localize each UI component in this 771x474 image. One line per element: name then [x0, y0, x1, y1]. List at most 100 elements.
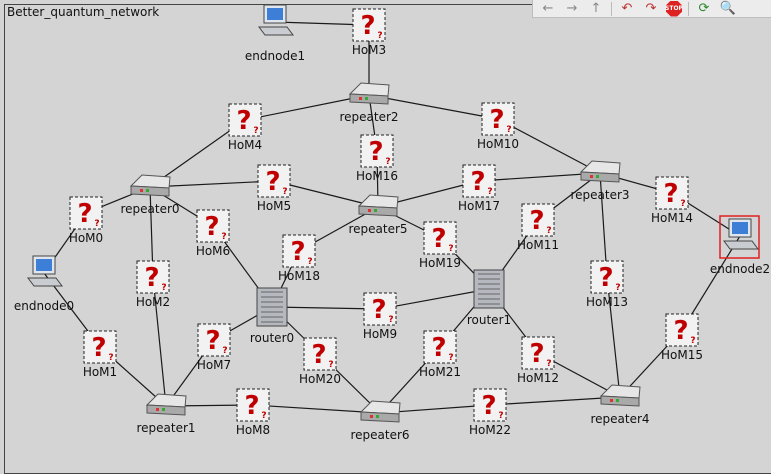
hom15-node[interactable]: ??HoM15: [661, 313, 703, 362]
svg-text:?: ?: [487, 187, 492, 197]
hom7-node[interactable]: ??HoM7: [197, 323, 231, 372]
svg-text:?: ?: [388, 315, 393, 325]
hom19-node[interactable]: ?? HoM19: [419, 221, 461, 270]
svg-text:?: ?: [506, 125, 511, 135]
node-label: endnode2: [710, 262, 770, 276]
hom18-node[interactable]: ??HoM18: [278, 234, 320, 283]
missing-image-icon: ?: [431, 224, 446, 254]
repeater1-repeater-icon[interactable]: repeater1: [136, 393, 196, 435]
back-arrow-icon[interactable]: ←: [542, 1, 554, 16]
missing-image-icon: ?: [371, 295, 386, 325]
missing-image-icon: ?: [290, 237, 305, 267]
svg-text:?: ?: [546, 226, 551, 236]
svg-text:?: ?: [448, 244, 453, 254]
network-graph[interactable]: endnode0 endnode1 endnode2 repeater0 repeate…: [0, 0, 771, 463]
hom22-node[interactable]: ??HoM22: [469, 388, 511, 437]
hom6-node[interactable]: ??HoM6: [196, 209, 230, 258]
link-line: [497, 118, 601, 174]
link-line: [244, 94, 370, 121]
hom2-node[interactable]: ??HoM2: [136, 260, 170, 309]
node-label: HoM19: [419, 256, 461, 270]
hom10-node[interactable]: ?? HoM10: [477, 102, 519, 151]
repeater0-repeater-icon[interactable]: repeater0: [120, 174, 180, 216]
node-label: HoM3: [352, 43, 386, 57]
link-line: [152, 276, 167, 407]
missing-image-icon: ?: [205, 326, 220, 356]
router0-router-icon[interactable]: router0: [250, 287, 294, 345]
svg-text:?: ?: [161, 283, 166, 293]
refresh-icon[interactable]: ⟳: [698, 1, 710, 16]
hom11-node[interactable]: ??HoM11: [517, 203, 559, 252]
repeater5-repeater-icon[interactable]: repeater5: [348, 194, 408, 236]
svg-text:?: ?: [328, 360, 333, 370]
missing-image-icon: ?: [91, 333, 106, 363]
link-line: [606, 276, 621, 398]
hom9-node[interactable]: ??HoM9: [363, 292, 397, 341]
step-back-icon[interactable]: ↶: [621, 1, 633, 16]
hom4-node[interactable]: ??HoM4: [228, 103, 262, 152]
repeater6-repeater-icon[interactable]: repeater6: [350, 400, 410, 442]
hom8-node[interactable]: ??HoM8: [236, 388, 270, 437]
hom3-node[interactable]: ??HoM3: [352, 8, 386, 57]
missing-image-icon: ?: [265, 167, 280, 197]
hom12-node[interactable]: ??HoM12: [517, 336, 559, 385]
svg-text:?: ?: [221, 232, 226, 242]
hom5-node[interactable]: ?? HoM5: [257, 164, 291, 213]
svg-text:?: ?: [261, 411, 266, 421]
endnode0-computer-icon[interactable]: endnode0: [14, 255, 74, 313]
toolbar-separator: [611, 1, 612, 16]
network-canvas[interactable]: endnode0 endnode1 endnode2 repeater0 repeate…: [0, 0, 771, 463]
hom1-node[interactable]: ??HoM1: [83, 330, 117, 379]
svg-text:?: ?: [108, 353, 113, 363]
link-line: [478, 172, 601, 182]
repeater3-repeater-icon[interactable]: repeater3: [570, 160, 630, 202]
hom21-node[interactable]: ??HoM21: [419, 330, 461, 379]
hom0-node[interactable]: ??HoM0: [69, 196, 103, 245]
node-label: HoM13: [586, 295, 628, 309]
network-title: Better_quantum_network: [7, 5, 160, 19]
hom14-node[interactable]: ??HoM14: [651, 176, 693, 225]
hom17-node[interactable]: ??HoM17: [458, 164, 500, 213]
hom20-node[interactable]: ??HoM20: [299, 337, 341, 386]
link-line: [149, 180, 275, 188]
endnode2-computer-icon[interactable]: endnode2: [710, 215, 770, 276]
node-label: repeater3: [570, 188, 629, 202]
svg-text:?: ?: [680, 199, 685, 209]
missing-image-icon: ?: [529, 339, 544, 369]
missing-image-icon: ?: [489, 105, 504, 135]
missing-image-icon: ?: [77, 199, 92, 229]
up-arrow-icon[interactable]: ↑: [590, 1, 602, 16]
node-label: router1: [467, 313, 511, 327]
missing-image-icon: ?: [311, 340, 326, 370]
node-label: repeater1: [136, 421, 195, 435]
node-label: repeater2: [339, 110, 398, 124]
node-label: HoM5: [257, 199, 291, 213]
node-label: repeater5: [348, 222, 407, 236]
svg-text:?: ?: [546, 359, 551, 369]
hom13-node[interactable]: ??HoM13: [586, 260, 628, 309]
svg-text:?: ?: [94, 219, 99, 229]
svg-text:?: ?: [690, 336, 695, 346]
step-icon[interactable]: ↷: [645, 1, 657, 16]
forward-arrow-icon[interactable]: →: [566, 1, 578, 16]
node-label: endnode0: [14, 299, 74, 313]
repeater4-repeater-icon[interactable]: repeater4: [590, 384, 650, 426]
stop-icon[interactable]: STOP: [666, 0, 682, 17]
missing-image-icon: ?: [481, 391, 496, 421]
node-label: HoM10: [477, 137, 519, 151]
svg-text:?: ?: [282, 187, 287, 197]
svg-text:?: ?: [498, 411, 503, 421]
hom16-node[interactable]: ??HoM16: [356, 134, 398, 183]
router1-router-icon[interactable]: router1: [467, 269, 511, 327]
missing-image-icon: ?: [360, 11, 375, 41]
missing-image-icon: ?: [663, 179, 678, 209]
node-label: repeater4: [590, 412, 649, 426]
repeater2-repeater-icon[interactable]: repeater2: [339, 82, 399, 124]
node-label: HoM11: [517, 238, 559, 252]
svg-text:?: ?: [307, 257, 312, 267]
link-line: [273, 180, 379, 208]
zoom-icon[interactable]: 🔍: [719, 1, 737, 16]
endnode1-computer-icon[interactable]: endnode1: [245, 4, 305, 63]
node-label: HoM2: [136, 295, 170, 309]
missing-image-icon: ?: [598, 263, 613, 293]
